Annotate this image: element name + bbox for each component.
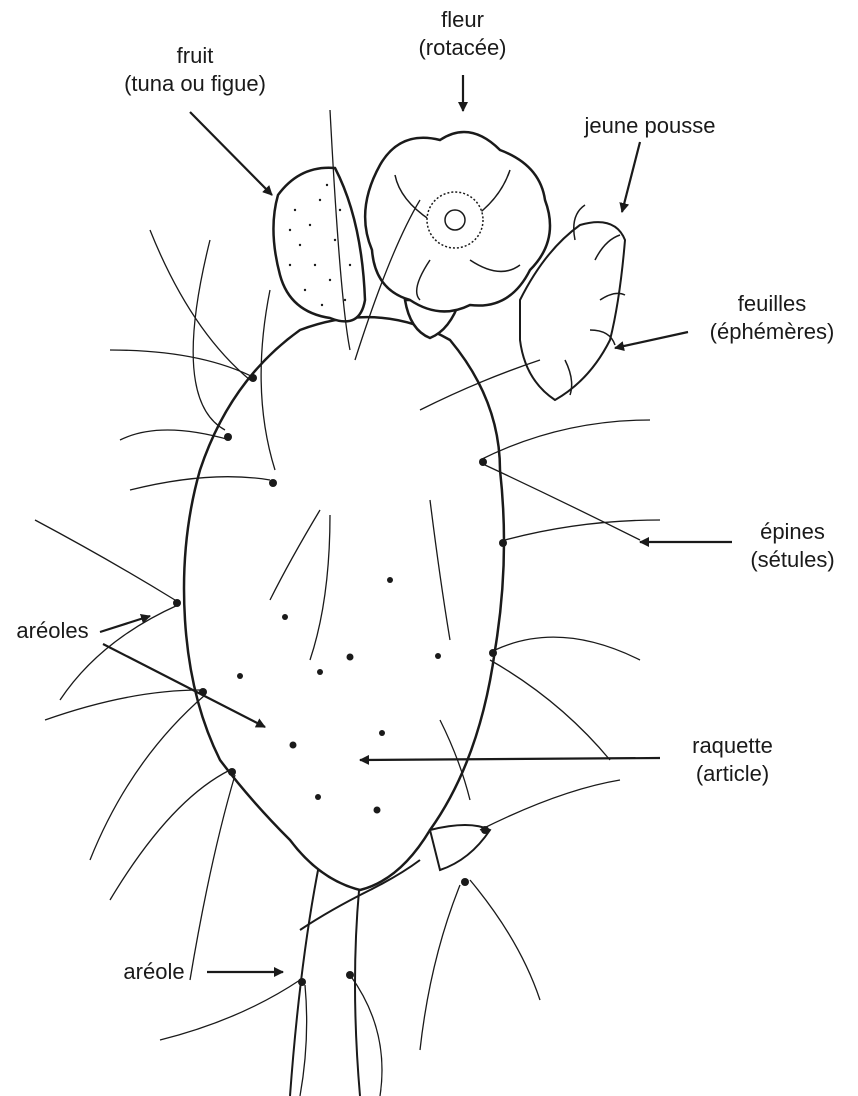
label-areole-line1: aréole [104,958,204,986]
label-areole: aréole [104,958,204,986]
cactus-stem [290,860,420,1096]
main-pad [184,317,504,890]
label-epines: épines (sétules) [735,518,850,574]
label-raquette: raquette (article) [665,732,800,788]
arrow-jeune-pousse [622,142,640,212]
arrow-feuilles [615,332,688,348]
label-areoles-line1: aréoles [5,617,100,645]
arrow-fruit [190,112,272,195]
label-fleur-line1: fleur [400,6,525,34]
label-jeune-pousse-line1: jeune pousse [555,112,745,140]
label-feuilles-line1: feuilles [692,290,852,318]
label-epines-line2: (sétules) [735,546,850,574]
label-fleur: fleur (rotacée) [400,6,525,62]
label-fleur-line2: (rotacée) [400,34,525,62]
label-areoles: aréoles [5,617,100,645]
label-feuilles-line2: (éphémères) [692,318,852,346]
lower-pad [430,825,490,870]
label-fruit: fruit (tuna ou figue) [100,42,290,98]
label-raquette-line1: raquette [665,732,800,760]
label-feuilles: feuilles (éphémères) [692,290,852,346]
label-jeune-pousse: jeune pousse [555,112,745,140]
label-raquette-line2: (article) [665,760,800,788]
label-fruit-line1: fruit [100,42,290,70]
fruit [273,168,365,322]
label-fruit-line2: (tuna ou figue) [100,70,290,98]
label-epines-line1: épines [735,518,850,546]
